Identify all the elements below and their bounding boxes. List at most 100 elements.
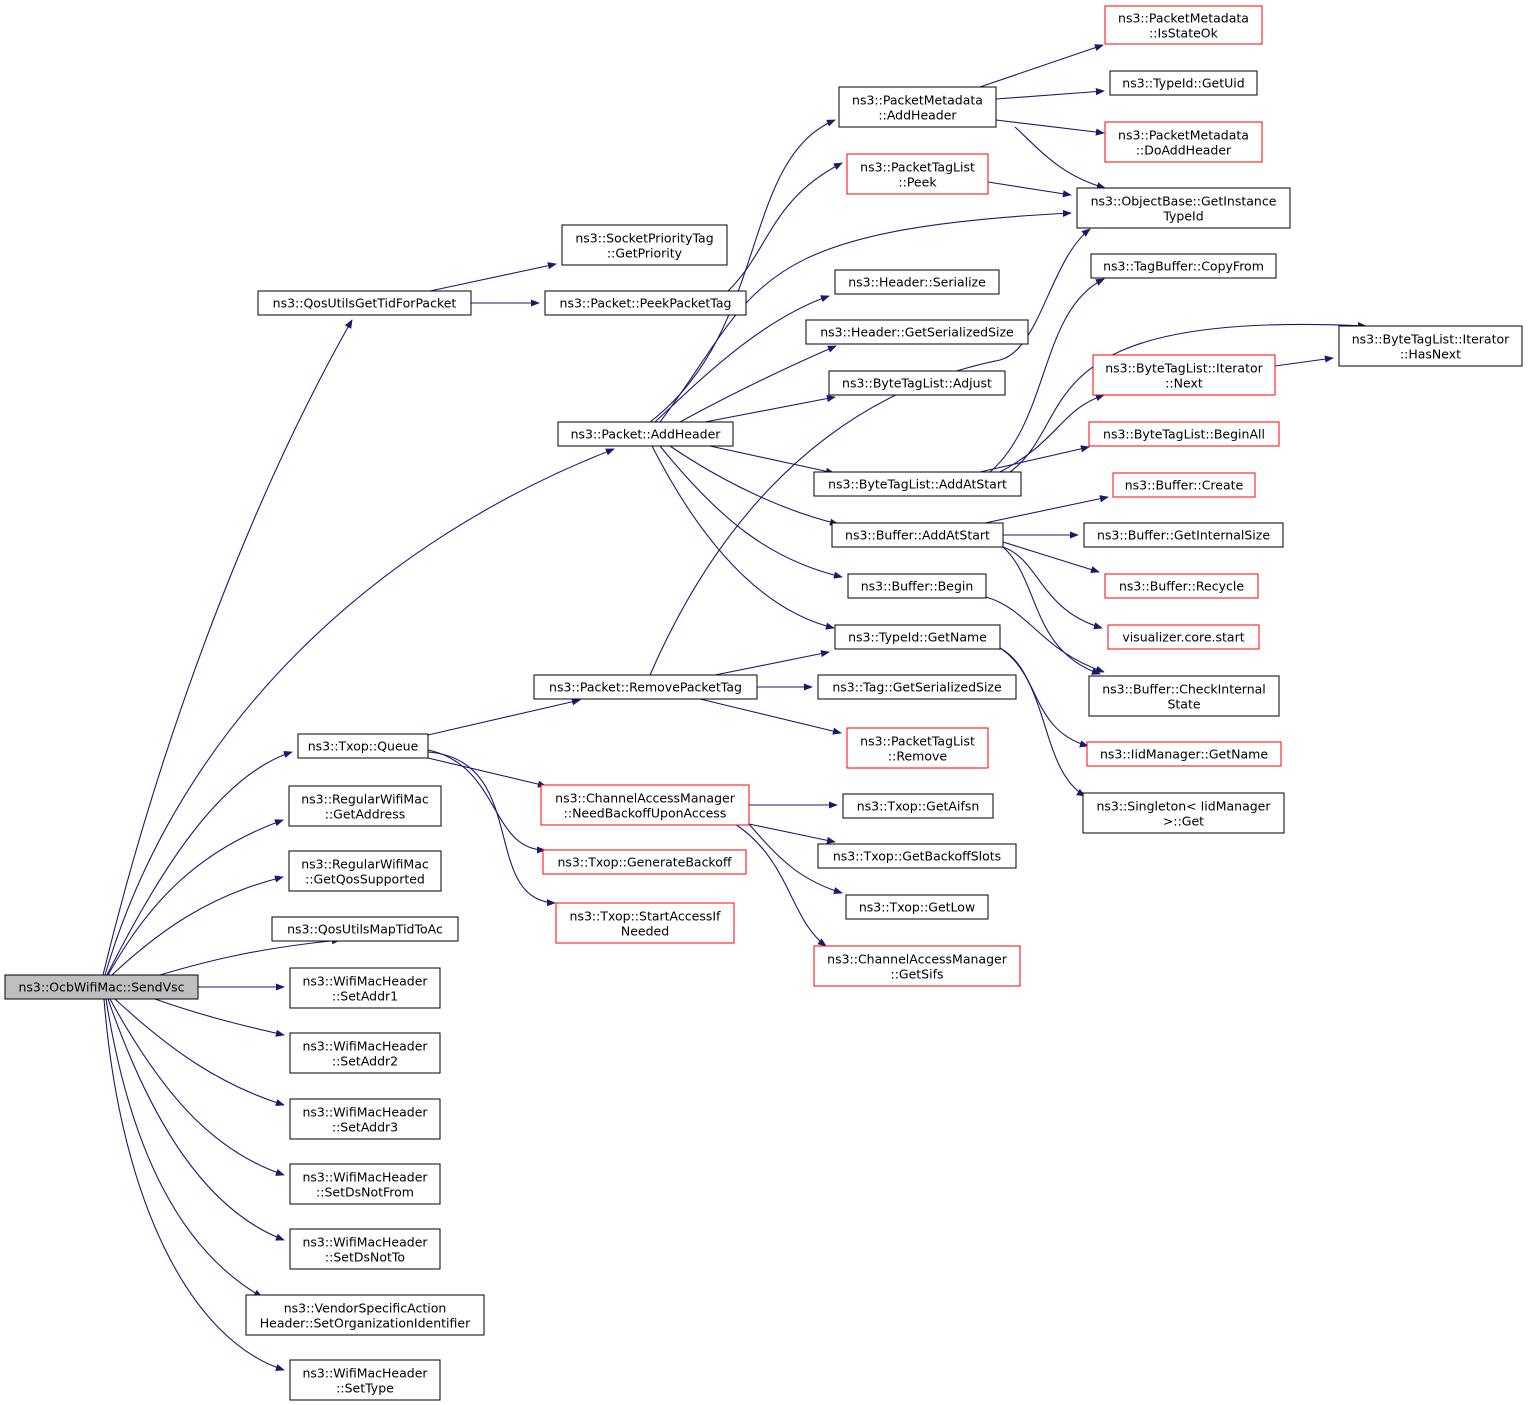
graph-node[interactable]: ns3::Buffer::Create bbox=[1112, 472, 1256, 498]
edge-n_addheader-to-n_typeid_name bbox=[651, 445, 835, 630]
graph-node[interactable]: ns3::VendorSpecificActionHeader::SetOrga… bbox=[245, 1294, 485, 1336]
graph-node[interactable]: ns3::WifiMacHeader::SetAddr1 bbox=[289, 967, 441, 1009]
edge-n_cam_need-to-n_txop_slots bbox=[748, 823, 836, 844]
edge-n_root-to-n_wmh_a2 bbox=[154, 998, 285, 1037]
graph-node[interactable]: ns3::ChannelAccessManager::NeedBackoffUp… bbox=[540, 784, 750, 826]
node-label: ns3::Singleton< IidManager bbox=[1096, 799, 1271, 814]
graph-node[interactable]: ns3::Txop::GetAifsn bbox=[842, 793, 994, 819]
edge-n_rmpkt-to-n_typeid_name bbox=[714, 650, 830, 676]
graph-node[interactable]: ns3::TypeId::GetUid bbox=[1109, 70, 1258, 96]
node-box bbox=[1092, 354, 1276, 396]
graph-node[interactable]: ns3::ByteTagList::AddAtStart bbox=[813, 471, 1022, 497]
node-label: ::GetSifs bbox=[890, 967, 943, 982]
graph-node[interactable]: ns3::WifiMacHeader::SetDsNotTo bbox=[289, 1228, 441, 1270]
graph-node[interactable]: ns3::OcbWifiMac::SendVsc bbox=[4, 974, 199, 1000]
edge-n_addheader-to-n_btl_addstart bbox=[709, 445, 835, 475]
graph-node[interactable]: ns3::WifiMacHeader::SetDsNotFrom bbox=[289, 1163, 441, 1205]
node-box bbox=[1086, 741, 1282, 767]
edge-n_btl_addstart-to-n_btl_it_hasnext bbox=[1009, 322, 1367, 473]
node-label: ns3::Header::Serialize bbox=[848, 275, 986, 290]
edge-n_buf_addstart-to-n_buf_recycle bbox=[1002, 541, 1100, 574]
node-box bbox=[817, 674, 1017, 700]
node-box bbox=[805, 319, 1029, 345]
graph-node[interactable]: ns3::QosUtilsMapTidToAc bbox=[271, 916, 459, 942]
node-box bbox=[257, 290, 472, 316]
node-label: ns3::PacketTagList bbox=[860, 160, 975, 175]
graph-node[interactable]: ns3::ByteTagList::BeginAll bbox=[1088, 421, 1280, 447]
graph-node[interactable]: ns3::SocketPriorityTag::GetPriority bbox=[561, 224, 728, 266]
node-box bbox=[838, 86, 997, 128]
node-label: ns3::Txop::StartAccessIf bbox=[570, 909, 721, 924]
edge-n_root-to-n_qos_map bbox=[159, 937, 341, 976]
graph-node[interactable]: ns3::Packet::RemovePacketTag bbox=[533, 674, 758, 700]
graph-node[interactable]: ns3::WifiMacHeader::SetAddr3 bbox=[289, 1098, 441, 1140]
graph-node[interactable]: ns3::Buffer::Begin bbox=[847, 573, 987, 599]
node-label: ns3::Txop::GetAifsn bbox=[857, 799, 980, 814]
edge-n_root-to-n_wmh_type bbox=[103, 998, 285, 1371]
node-label: ns3::ObjectBase::GetInstance bbox=[1091, 194, 1277, 209]
edge-n_addheader-to-n_pm_add bbox=[649, 119, 836, 423]
graph-node[interactable]: ns3::PacketTagList::Remove bbox=[846, 727, 989, 769]
graph-node[interactable]: visualizer.core.start bbox=[1107, 624, 1260, 650]
edge-n_txop_queue-to-n_rmpkt bbox=[427, 698, 581, 736]
node-box bbox=[1104, 5, 1263, 45]
graph-node[interactable]: ns3::PacketTagList::Peek bbox=[846, 153, 989, 195]
graph-node[interactable]: ns3::WifiMacHeader::SetAddr2 bbox=[289, 1032, 441, 1074]
node-label: ::GetAddress bbox=[325, 807, 405, 822]
graph-node[interactable]: ns3::TypeId::GetName bbox=[834, 624, 1001, 650]
node-label: ::Peek bbox=[898, 175, 937, 190]
graph-node[interactable]: ns3::WifiMacHeader::SetType bbox=[289, 1359, 441, 1401]
graph-node[interactable]: ns3::Txop::Queue bbox=[297, 733, 429, 759]
node-box bbox=[245, 1294, 485, 1336]
node-label: ns3::IidManager::GetName bbox=[1100, 747, 1268, 762]
node-label: ns3::WifiMacHeader bbox=[302, 1039, 428, 1054]
node-label: ::GetQosSupported bbox=[305, 872, 425, 887]
node-box bbox=[1088, 421, 1280, 447]
graph-node[interactable]: ns3::PacketMetadata::AddHeader bbox=[838, 86, 997, 128]
graph-node[interactable]: ns3::Txop::GenerateBackoff bbox=[542, 849, 747, 875]
node-label: ns3::RegularWifiMac bbox=[301, 792, 429, 807]
graph-node[interactable]: ns3::Packet::AddHeader bbox=[557, 421, 734, 447]
node-box bbox=[289, 1098, 441, 1140]
node-box bbox=[289, 1359, 441, 1401]
node-label: ns3::Buffer::Create bbox=[1125, 478, 1244, 493]
graph-node[interactable]: ns3::PacketMetadata::DoAddHeader bbox=[1104, 121, 1263, 163]
node-label: ns3::Txop::GetLow bbox=[859, 900, 975, 915]
node-label: ns3::SocketPriorityTag bbox=[575, 231, 713, 246]
graph-node[interactable]: ns3::PacketMetadata::IsStateOk bbox=[1104, 5, 1263, 45]
graph-node[interactable]: ns3::IidManager::GetName bbox=[1086, 741, 1282, 767]
edge-n_root-to-n_addheader bbox=[104, 448, 615, 976]
graph-node[interactable]: ns3::RegularWifiMac::GetQosSupported bbox=[288, 850, 442, 892]
graph-node[interactable]: ns3::ByteTagList::Iterator::HasNext bbox=[1338, 325, 1523, 367]
graph-node[interactable]: ns3::TagBuffer::CopyFrom bbox=[1090, 253, 1277, 279]
graph-node[interactable]: ns3::Singleton< IidManager>::Get bbox=[1082, 792, 1285, 834]
graph-node[interactable]: ns3::Txop::GetBackoffSlots bbox=[817, 843, 1017, 869]
graph-node[interactable]: ns3::Buffer::GetInternalSize bbox=[1083, 522, 1284, 548]
graph-node[interactable]: ns3::Buffer::Recycle bbox=[1104, 573, 1259, 599]
nodes-layer: ns3::OcbWifiMac::SendVsc ns3::QosUtilsGet… bbox=[4, 5, 1523, 1401]
node-label: ns3::TypeId::GetName bbox=[848, 630, 987, 645]
node-label: State bbox=[1167, 697, 1200, 712]
graph-node[interactable]: ns3::Buffer::AddAtStart bbox=[831, 522, 1004, 548]
node-box bbox=[557, 421, 734, 447]
node-box bbox=[845, 894, 989, 920]
graph-node[interactable]: ns3::Header::GetSerializedSize bbox=[805, 319, 1029, 345]
graph-node[interactable]: ns3::QosUtilsGetTidForPacket bbox=[257, 290, 472, 316]
node-label: ns3::Buffer::GetInternalSize bbox=[1097, 528, 1270, 543]
graph-node[interactable]: ns3::ByteTagList::Adjust bbox=[828, 370, 1006, 396]
edges-layer bbox=[102, 44, 1367, 1371]
node-box bbox=[1104, 573, 1259, 599]
node-box bbox=[828, 370, 1006, 396]
node-box bbox=[555, 902, 735, 944]
graph-node[interactable]: ns3::Header::Serialize bbox=[834, 269, 1000, 295]
graph-node[interactable]: ns3::Txop::GetLow bbox=[845, 894, 989, 920]
graph-node[interactable]: ns3::ChannelAccessManager::GetSifs bbox=[813, 945, 1021, 987]
graph-node[interactable]: ns3::RegularWifiMac::GetAddress bbox=[288, 785, 442, 827]
graph-node[interactable]: ns3::Packet::PeekPacketTag bbox=[544, 290, 747, 316]
graph-node[interactable]: ns3::ByteTagList::Iterator::Next bbox=[1092, 354, 1276, 396]
graph-node[interactable]: ns3::Tag::GetSerializedSize bbox=[817, 674, 1017, 700]
node-label: ::GetPriority bbox=[607, 246, 683, 261]
